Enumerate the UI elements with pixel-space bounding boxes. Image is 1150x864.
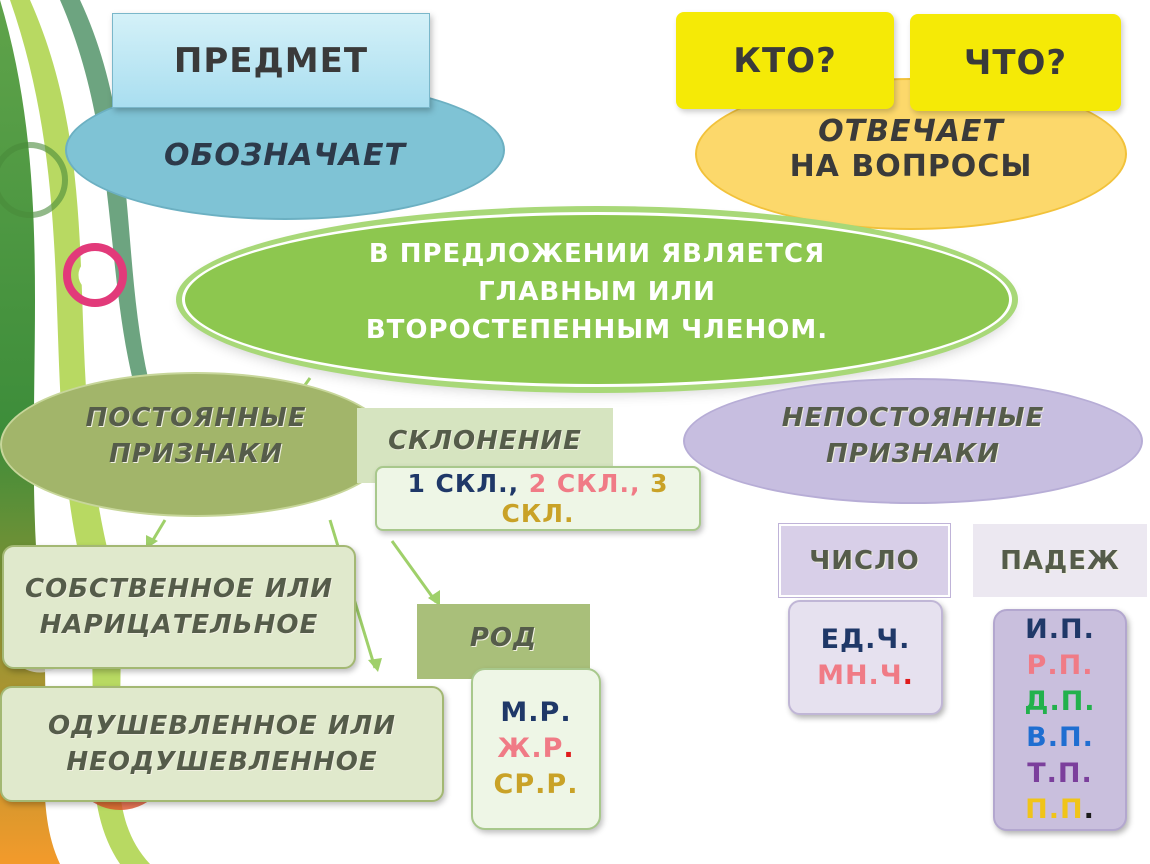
pad-pp-label: П.П [1025, 794, 1084, 825]
rod-sr-label: СР.Р. [493, 769, 579, 800]
pad-dp-label: Д.П. [1024, 686, 1096, 717]
box-case-values: И.П. Р.П. Д.П. В.П. Т.П. П.П. [993, 609, 1127, 831]
box-chislo: ЧИСЛО [778, 523, 951, 598]
oval-variable-features: НЕПОСТОЯННЫЕ ПРИЗНАКИ [683, 378, 1143, 504]
pad-vp-label: В.П. [1026, 722, 1094, 753]
main-line2: ГЛАВНЫМ ИЛИ [478, 276, 716, 307]
ed-label: ЕД.Ч. [820, 623, 911, 655]
oboznachaet-label: ОБОЗНАЧАЕТ [164, 137, 406, 173]
sobstv-line1: СОБСТВЕННОЕ ИЛИ [25, 574, 333, 604]
main-line3: ВТОРОСТЕПЕННЫМ ЧЛЕНОМ. [365, 314, 829, 345]
predmet-label: ПРЕДМЕТ [173, 40, 369, 81]
box-predmet: ПРЕДМЕТ [112, 13, 430, 108]
pad-rp-label: Р.П. [1026, 650, 1094, 681]
chto-label: ЧТО? [963, 42, 1068, 83]
rod-label: РОД [469, 622, 538, 653]
chislo-label: ЧИСЛО [809, 545, 920, 576]
otvechaet-line2: НА ВОПРОСЫ [789, 149, 1033, 184]
arrow-to-rod [390, 540, 438, 603]
main-line1: В ПРЕДЛОЖЕНИИ ЯВЛЯЕТСЯ [368, 238, 826, 269]
odush-line1: ОДУШЕВЛЕННОЕ ИЛИ [48, 711, 396, 741]
box-chto: ЧТО? [910, 14, 1121, 111]
box-kto: КТО? [676, 12, 894, 109]
box-animate-or-inanimate: ОДУШЕВЛЕННОЕ ИЛИ НЕОДУШЕВЛЕННОЕ [0, 686, 444, 802]
mn-dot: . [902, 659, 914, 691]
const-line1: ПОСТОЯННЫЕ [85, 402, 307, 433]
padezh-label: ПАДЕЖ [1000, 545, 1120, 576]
skl1-label: 1 СКЛ., [407, 468, 520, 498]
sklonenie-label: СКЛОНЕНИЕ [388, 425, 582, 456]
box-number-values: ЕД.Ч. МН.Ч. [788, 600, 943, 715]
skl2-label: 2 СКЛ., [528, 468, 641, 498]
skl3b-label: СКЛ. [501, 498, 575, 528]
box-declension-values: 1 СКЛ., 2 СКЛ., 3 СКЛ. [375, 466, 701, 531]
otvechaet-line1: ОТВЕЧАЕТ [818, 114, 1004, 149]
box-gender-values: М.Р. Ж.Р. СР.Р. [471, 668, 601, 830]
oval-constant-features: ПОСТОЯННЫЕ ПРИЗНАКИ [0, 372, 392, 517]
nonconst-line1: НЕПОСТОЯННЫЕ [781, 403, 1045, 433]
box-rod: РОД [417, 604, 590, 679]
pad-ip-label: И.П. [1025, 614, 1095, 645]
rod-zh-dot: . [563, 733, 575, 764]
oval-main-sentence-role: В ПРЕДЛОЖЕНИИ ЯВЛЯЕТСЯ ГЛАВНЫМ ИЛИ ВТОРО… [182, 212, 1012, 387]
nonconst-line2: ПРИЗНАКИ [826, 439, 1000, 469]
const-line2: ПРИЗНАКИ [109, 438, 283, 469]
pad-pp-dot: . [1083, 794, 1095, 825]
box-padezh: ПАДЕЖ [973, 524, 1147, 597]
sobstv-line2: НАРИЦАТЕЛЬНОЕ [39, 610, 319, 640]
mn-label: МН.Ч [817, 659, 903, 691]
odush-line2: НЕОДУШЕВЛЕННОЕ [66, 747, 378, 777]
rod-m-label: М.Р. [500, 697, 572, 728]
skl3a-label: 3 [650, 468, 669, 498]
rod-zh-label: Ж.Р [497, 733, 564, 764]
kto-label: КТО? [733, 40, 837, 81]
box-proper-or-common: СОБСТВЕННОЕ ИЛИ НАРИЦАТЕЛЬНОЕ [2, 545, 356, 669]
pad-tp-label: Т.П. [1027, 758, 1093, 789]
